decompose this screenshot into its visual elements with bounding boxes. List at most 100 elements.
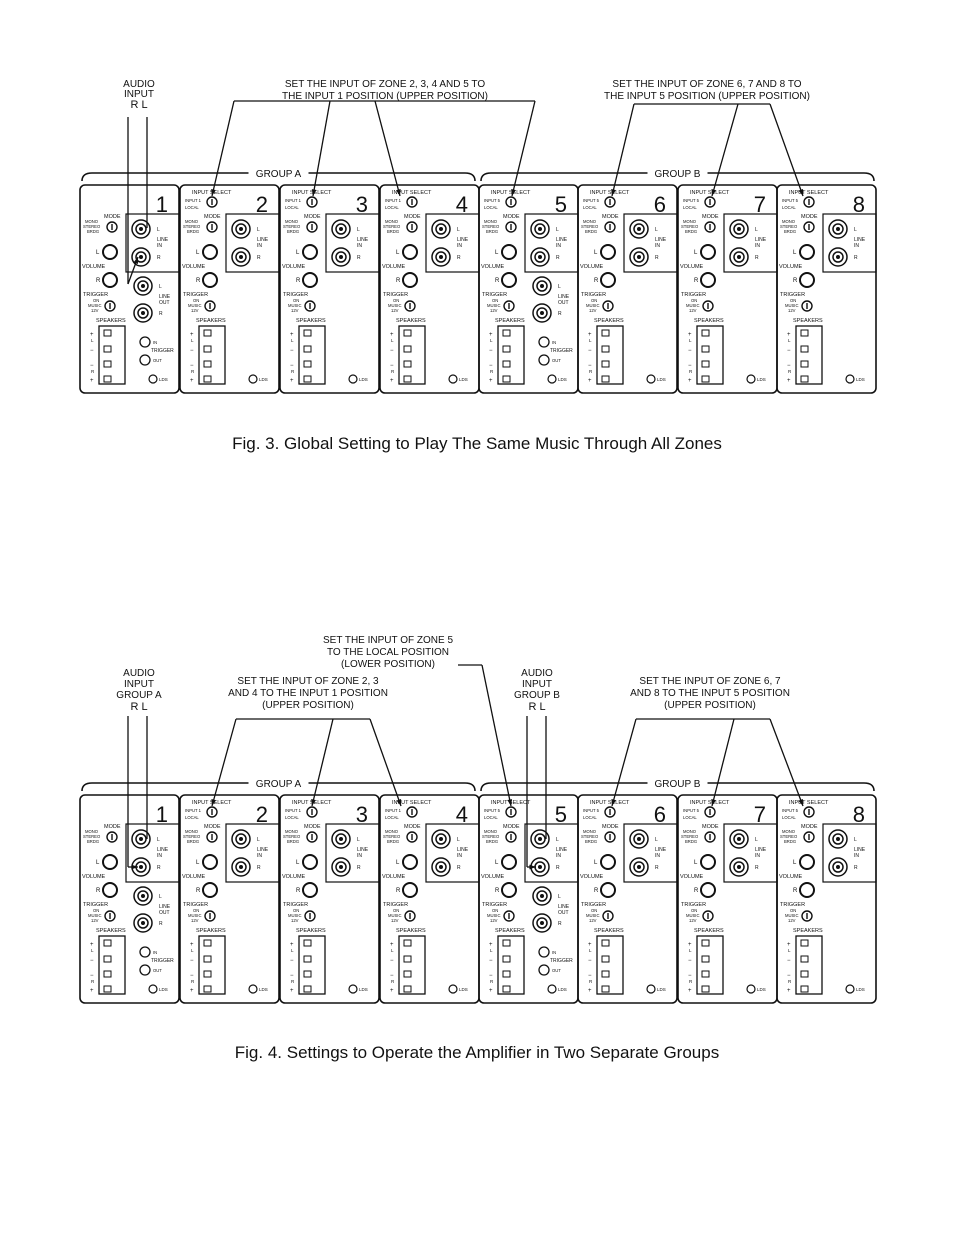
trigger-out-label: OUT — [153, 358, 162, 363]
zone-number: 6 — [654, 802, 666, 827]
in-label: IN — [556, 243, 561, 249]
speaker-l-label: L — [689, 948, 692, 953]
rca-jack-pin — [239, 227, 243, 231]
volume-l-knob — [799, 244, 815, 260]
stereo-label: STEREO — [83, 834, 101, 839]
jack-l-label: L — [257, 227, 260, 233]
trigger-on-label: ON — [492, 908, 498, 913]
line-in-r-jack — [729, 857, 749, 877]
rca-jack-pin — [339, 255, 343, 259]
speaker-terminal — [303, 375, 312, 383]
input-select-switch — [406, 196, 418, 208]
stereo-label: STEREO — [780, 834, 798, 839]
trigger-label: TRIGGER — [581, 292, 606, 298]
volume-l-knob — [501, 854, 517, 870]
volume-r-label: R — [594, 888, 599, 894]
audio-input-group-b-note: GROUP B — [514, 690, 560, 701]
zone-5-local-note: (LOWER POSITION) — [341, 659, 435, 670]
speaker-terminal — [800, 360, 809, 368]
line-label: LINE — [558, 294, 570, 300]
volume-r-label: R — [495, 888, 500, 894]
speaker-r-label: R — [788, 979, 792, 984]
callout-zone-8 — [769, 103, 804, 197]
mode-label: MODE — [503, 214, 520, 220]
speakers-label: SPEAKERS — [495, 928, 525, 934]
line-label: LINE — [159, 904, 171, 910]
trigger-in-label: IN — [153, 950, 157, 955]
trigger-switch — [602, 910, 614, 922]
speaker-r-label: R — [91, 369, 95, 374]
lds-label: LDS — [757, 987, 766, 992]
brdg-label: BRDG — [685, 839, 697, 844]
speaker-polarity-label: + — [290, 378, 294, 384]
speaker-terminal — [601, 955, 610, 963]
mono-label: MONO — [185, 829, 199, 834]
line-in-l-jack — [131, 829, 151, 849]
callout-zone-7 — [711, 718, 735, 807]
trigger-music-label: MUSIC — [586, 913, 600, 918]
speaker-polarity-label: + — [390, 942, 394, 948]
trigger-on-label: ON — [293, 298, 299, 303]
arrowhead — [511, 189, 516, 196]
volume-r-knob — [202, 882, 218, 898]
volume-l-label: L — [296, 250, 300, 256]
input-select-label: INPUT SELECT — [292, 190, 332, 196]
rca-jack-pin — [139, 865, 143, 869]
brdg-label: BRDG — [585, 229, 597, 234]
volume-r-knob — [202, 272, 218, 288]
speaker-terminal — [701, 329, 710, 337]
volume-r-knob — [402, 272, 418, 288]
out-label: OUT — [159, 300, 170, 306]
callout-zone-5 — [511, 100, 536, 197]
trigger-label: TRIGGER — [83, 292, 108, 298]
rca-jack-pin — [540, 921, 544, 925]
speaker-l-label: L — [391, 948, 394, 953]
input-option-label: INPUT 5 — [683, 808, 700, 813]
rca-jack-pin — [141, 894, 145, 898]
trigger-switch — [702, 910, 714, 922]
jack-r-label: R — [159, 921, 163, 927]
speaker-terminal-block — [198, 935, 226, 995]
local-option-label: LOCAL — [484, 815, 498, 820]
trigger-12v-label: 12V — [788, 918, 796, 923]
mode-switch — [604, 831, 616, 843]
zone-panel — [79, 794, 180, 1004]
speaker-terminal — [601, 985, 610, 993]
line-label: LINE — [157, 237, 169, 243]
speaker-terminal — [203, 345, 212, 353]
line-in-l-jack — [828, 829, 848, 849]
trigger-12v-label: 12V — [689, 918, 697, 923]
speaker-terminal-block — [98, 935, 126, 995]
volume-r-label: R — [96, 888, 101, 894]
volume-l-label: L — [96, 860, 100, 866]
line-in-l-jack — [431, 219, 451, 239]
line-in-l-jack — [729, 219, 749, 239]
line-label: LINE — [556, 237, 568, 243]
jack-l-label: L — [755, 837, 758, 843]
callout-zone-3 — [311, 718, 334, 807]
speaker-terminal — [502, 939, 511, 947]
arrowhead — [798, 189, 804, 196]
line-in-r-jack — [231, 247, 251, 267]
jack-r-label: R — [755, 255, 759, 261]
local-option-label: LOCAL — [285, 205, 299, 210]
out-label: OUT — [558, 910, 569, 916]
speakers-label: SPEAKERS — [96, 318, 126, 324]
jack-r-label: R — [357, 255, 361, 261]
volume-r-knob — [799, 272, 815, 288]
zone-panel — [79, 184, 180, 394]
lds-led — [746, 374, 756, 384]
mode-switch — [206, 831, 218, 843]
input-select-label: INPUT SELECT — [590, 800, 630, 806]
audio-input-group-b-note-rl: R L — [528, 701, 545, 713]
zone-panel — [179, 184, 280, 394]
speaker-terminal — [601, 360, 610, 368]
speaker-terminal — [303, 939, 312, 947]
rca-jack-ring — [435, 223, 447, 235]
mode-label: MODE — [702, 824, 719, 830]
input-select-label: INPUT SELECT — [392, 190, 432, 196]
trigger-music-label: MUSIC — [686, 303, 700, 308]
speaker-polarity-label: − — [290, 958, 294, 964]
trigger-on-label: ON — [393, 298, 399, 303]
speaker-terminal — [203, 985, 212, 993]
